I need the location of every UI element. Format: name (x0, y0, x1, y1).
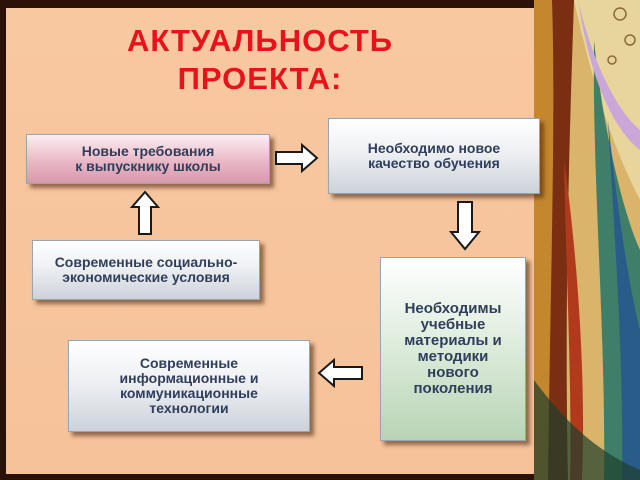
box-ict-technologies-line-1: Современные (139, 355, 239, 371)
box-learning-materials-line-5: нового (427, 364, 479, 381)
arrow-left-icon (317, 358, 363, 388)
decorative-pattern-image (534, 0, 640, 480)
title-line-1: АКТУАЛЬНОСТЬ (126, 23, 394, 58)
box-new-requirements-line-1: Новые требования (81, 143, 215, 159)
box-socioeconomic-conditions: Современные социально- экономические усл… (32, 240, 260, 300)
box-learning-materials-line-6: поколения (413, 380, 493, 397)
box-new-quality-line-1: Необходимо новое (367, 140, 501, 156)
decorative-side-panel (534, 0, 640, 480)
box-socioeconomic-conditions-line-1: Современные социально- (54, 254, 238, 270)
box-new-requirements: Новые требования к выпускнику школы (26, 134, 270, 184)
box-ict-technologies: Современные информационные и коммуникаци… (68, 340, 310, 432)
box-learning-materials-line-3: материалы и (404, 332, 502, 349)
box-ict-technologies-line-3: коммуникационные (120, 385, 258, 401)
title-line-2: ПРОЕКТА: (177, 61, 343, 96)
box-learning-materials-line-2: учебные (420, 316, 486, 333)
box-learning-materials-line-4: методики (417, 348, 489, 365)
box-new-quality: Необходимо новое качество обучения (328, 118, 540, 194)
box-ict-technologies-line-4: технологии (149, 400, 229, 416)
box-ict-technologies-line-2: информационные и (119, 370, 259, 386)
arrow-right-icon (275, 142, 319, 174)
slide-title: АКТУАЛЬНОСТЬ ПРОЕКТА: (70, 22, 450, 98)
arrow-down-icon (448, 201, 482, 251)
box-socioeconomic-conditions-line-2: экономические условия (62, 269, 230, 285)
box-learning-materials: Необходимы учебные материалы и методики … (380, 257, 526, 441)
box-learning-materials-line-1: Необходимы (404, 300, 502, 317)
box-new-quality-line-2: качество обучения (368, 155, 500, 171)
box-new-requirements-line-2: к выпускнику школы (75, 158, 221, 174)
arrow-up-icon (130, 190, 160, 235)
